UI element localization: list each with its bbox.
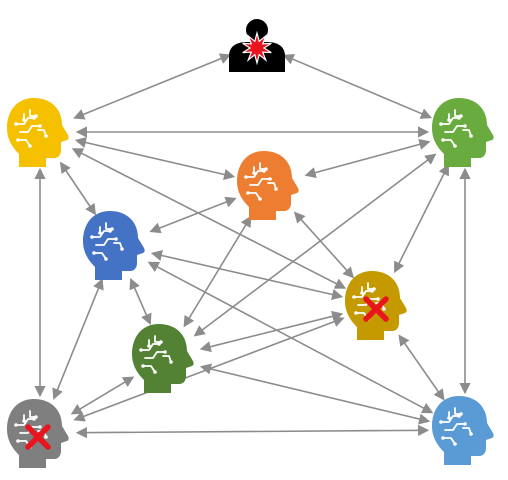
fail-x-icon <box>363 296 389 322</box>
link-arrow-blue-dark-green-dark <box>129 277 152 326</box>
fail-x-icon <box>25 424 51 450</box>
node-gray <box>7 399 69 468</box>
head-silhouette <box>237 151 299 220</box>
brain-head-icon <box>432 98 494 167</box>
link-arrow-orange-green-dark <box>183 215 252 328</box>
node-person <box>229 19 285 72</box>
link-arrow-person-green-light <box>282 54 433 119</box>
brain-circuit-icon <box>352 282 386 321</box>
node-green-dark <box>132 324 194 393</box>
burst-icon <box>242 30 272 66</box>
link-arrow-blue-dark-gold <box>150 250 344 300</box>
node-blue-light <box>432 396 494 465</box>
link-arrow-orange-blue-dark <box>149 196 237 234</box>
head-silhouette <box>432 396 494 465</box>
head-silhouette <box>132 324 194 393</box>
brain-circuit-icon <box>439 407 473 446</box>
node-orange <box>237 151 299 220</box>
link-arrow-green-light-gold <box>394 163 449 274</box>
nodes-layer <box>7 19 494 468</box>
link-arrow-green-dark-blue-light <box>199 363 431 425</box>
brain-head-icon <box>132 324 194 393</box>
link-arrow-gold-blue-light <box>398 334 445 401</box>
brain-circuit-icon <box>139 335 173 374</box>
node-yellow <box>7 98 69 167</box>
node-gold <box>345 271 407 340</box>
link-arrow-gray-blue-light <box>75 424 430 439</box>
brain-circuit-icon <box>14 109 48 148</box>
brain-head-icon <box>237 151 299 220</box>
node-blue-dark <box>83 211 145 280</box>
link-arrow-green-light-orange <box>304 138 431 179</box>
links-layer <box>34 53 471 439</box>
link-arrow-person-yellow <box>73 53 232 120</box>
head-silhouette <box>83 211 145 280</box>
brain-head-icon <box>7 98 69 167</box>
person-head <box>246 19 268 41</box>
brain-head-icon <box>83 211 145 280</box>
link-arrow-yellow-blue-dark <box>59 161 97 216</box>
link-arrow-blue-dark-gray <box>52 278 104 400</box>
brain-circuit-icon <box>90 222 124 261</box>
link-arrow-yellow-orange <box>74 137 236 180</box>
node-green-light <box>432 98 494 167</box>
brain-circuit-icon <box>439 109 473 148</box>
link-arrow-gold-green-dark <box>199 310 344 353</box>
brain-head-icon <box>432 396 494 465</box>
head-silhouette <box>7 98 69 167</box>
head-silhouette <box>432 98 494 167</box>
brain-circuit-icon <box>244 162 278 201</box>
link-arrow-green-dark-gray <box>70 376 135 415</box>
